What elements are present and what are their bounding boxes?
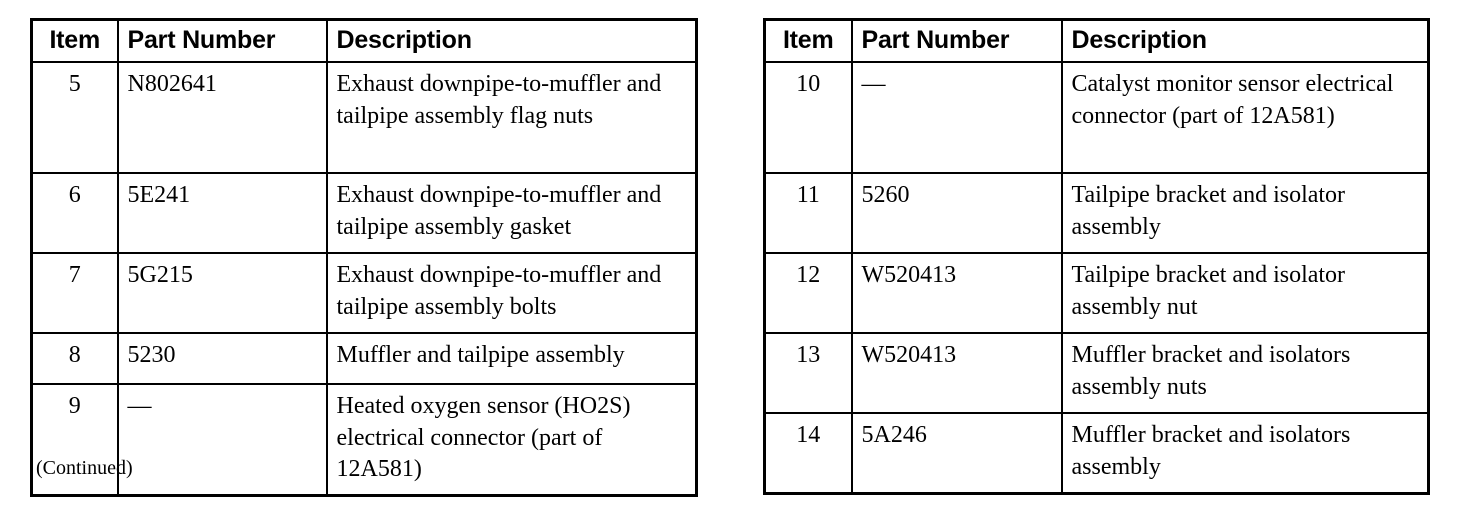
table-body-right: 10 — Catalyst monitor sensor electrical … [763,61,1430,495]
cell-part-number: W520413 [850,252,1063,334]
table-row: 9 — Heated oxygen sensor (HO2S) electric… [30,383,698,497]
cell-description: Tailpipe bracket and isolator assembly n… [1060,252,1430,334]
table-row: 14 5A246 Muffler bracket and isolators a… [763,412,1430,495]
cell-description: Muffler bracket and isolators assembly [1060,412,1430,495]
cell-item: 7 [30,252,119,334]
cell-part-number: 5260 [850,172,1063,254]
cell-part-number: — [116,383,328,497]
cell-description: Exhaust downpipe-to-muffler and tailpipe… [325,61,698,174]
table-row: 8 5230 Muffler and tailpipe assembly [30,332,698,385]
cell-description: Heated oxygen sensor (HO2S) electrical c… [325,383,698,497]
cell-item: 8 [30,332,119,385]
cell-description: Catalyst monitor sensor electrical conne… [1060,61,1430,174]
column-header-description: Description [325,18,698,63]
table-body-left: 5 N802641 Exhaust downpipe-to-muffler an… [30,61,698,497]
continued-note: (Continued) [36,457,133,479]
parts-table-left: Item Part Number Description 5 N802641 E… [30,18,698,498]
column-header-part-number: Part Number [850,18,1063,63]
table-row: 13 W520413 Muffler bracket and isolators… [763,332,1430,414]
cell-item: 9 [30,383,119,497]
cell-item: 10 [763,61,853,174]
column-header-part-number: Part Number [116,18,328,63]
parts-table-right: Item Part Number Description 10 — Cataly… [763,18,1430,495]
cell-description: Muffler and tailpipe assembly [325,332,698,385]
cell-description: Tailpipe bracket and isolator assembly [1060,172,1430,254]
cell-part-number: 5230 [116,332,328,385]
cell-item: 6 [30,172,119,254]
column-header-item: Item [763,18,853,63]
cell-description: Exhaust downpipe-to-muffler and tailpipe… [325,172,698,254]
cell-description: Exhaust downpipe-to-muffler and tailpipe… [325,252,698,334]
cell-item: 13 [763,332,853,414]
column-header-item: Item [30,18,119,63]
table-header-left: Item Part Number Description [30,18,698,63]
table-header-right: Item Part Number Description [763,18,1430,63]
table-row: 12 W520413 Tailpipe bracket and isolator… [763,252,1430,334]
cell-part-number: W520413 [850,332,1063,414]
table-row: 11 5260 Tailpipe bracket and isolator as… [763,172,1430,254]
cell-item: 14 [763,412,853,495]
table-header-row: Item Part Number Description [30,18,698,63]
cell-part-number: 5E241 [116,172,328,254]
cell-part-number: — [850,61,1063,174]
table-row: 5 N802641 Exhaust downpipe-to-muffler an… [30,61,698,174]
cell-item: 12 [763,252,853,334]
cell-item: 5 [30,61,119,174]
cell-part-number: N802641 [116,61,328,174]
table-row: 10 — Catalyst monitor sensor electrical … [763,61,1430,174]
column-header-description: Description [1060,18,1430,63]
table-row: 7 5G215 Exhaust downpipe-to-muffler and … [30,252,698,334]
cell-description: Muffler bracket and isolators assembly n… [1060,332,1430,414]
cell-part-number: 5A246 [850,412,1063,495]
cell-item: 11 [763,172,853,254]
table-row: 6 5E241 Exhaust downpipe-to-muffler and … [30,172,698,254]
cell-part-number: 5G215 [116,252,328,334]
table-header-row: Item Part Number Description [763,18,1430,63]
